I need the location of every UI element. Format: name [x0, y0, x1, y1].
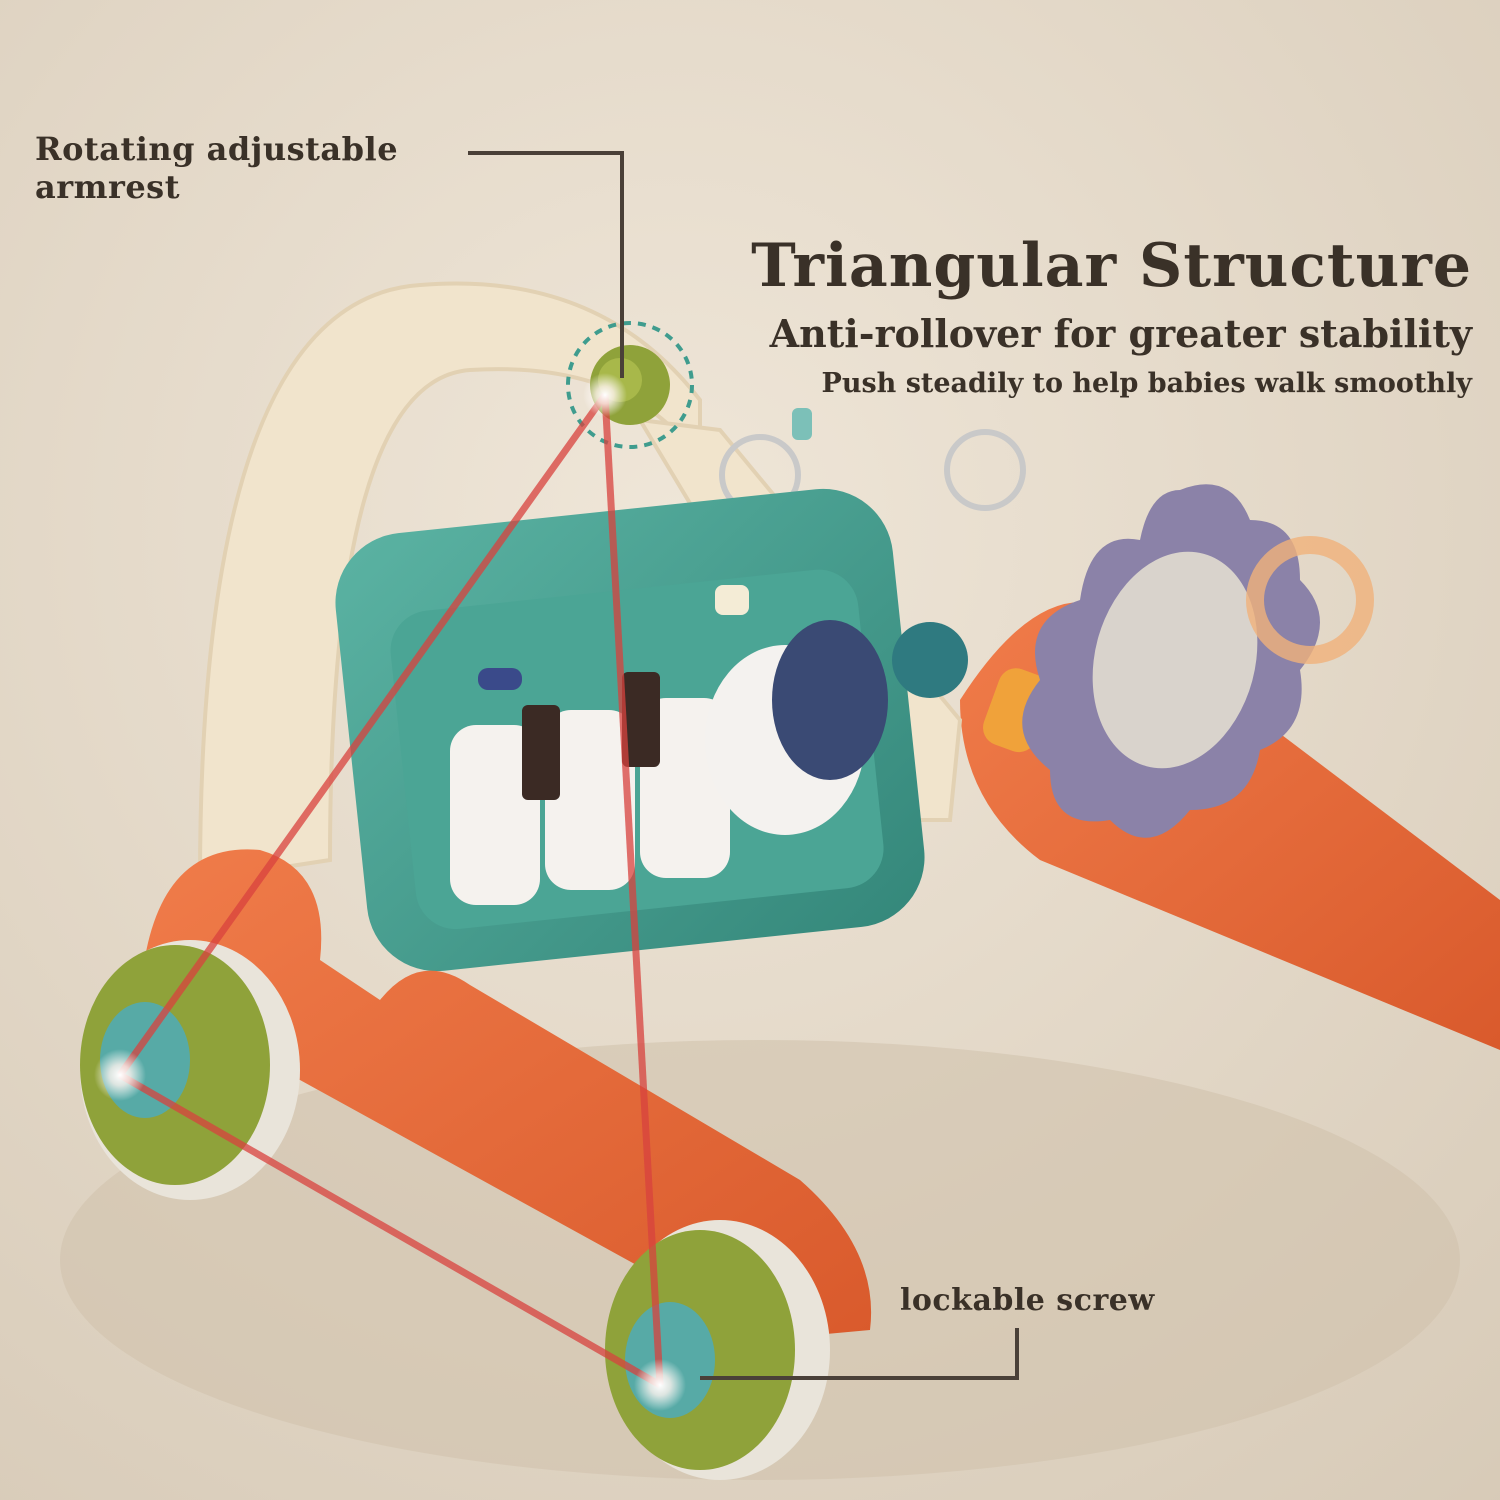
laser-point-top: [583, 373, 627, 417]
headline-title: Triangular Structure: [751, 231, 1472, 301]
astronaut-visor: [772, 620, 888, 780]
stability-triangle: [117, 392, 664, 1389]
screw-leader-line: [700, 1328, 1019, 1380]
headline-tagline: Push steadily to help babies walk smooth…: [821, 368, 1472, 399]
armrest-callout: Rotating adjustable armrest: [35, 130, 399, 206]
bead-toy-top: [892, 622, 968, 698]
piano-key-black: [622, 672, 660, 767]
laser-point-bottom: [634, 1359, 686, 1411]
panel-indicator: [478, 668, 522, 690]
front-left-wheel: [80, 940, 300, 1200]
ring-clip: [792, 408, 812, 440]
mirror-glass: [1092, 551, 1258, 769]
teether-ring: [1246, 536, 1374, 664]
piano-key-white: [545, 710, 635, 890]
piano-key-black: [522, 705, 560, 800]
front-right-wheel: [605, 1220, 830, 1480]
screw-callout: lockable screw: [900, 1283, 1155, 1318]
headline-subtitle: Anti-rollover for greater stability: [769, 311, 1472, 356]
armrest-hinge-ring: [566, 321, 694, 449]
piano-key-white: [450, 725, 540, 905]
panel-button: [715, 585, 749, 615]
armrest-leader-line: [468, 151, 624, 378]
laser-point-left: [94, 1049, 146, 1101]
front-frame: [140, 849, 872, 1340]
hanging-ring-right: [944, 429, 1026, 511]
armrest-arch: [197, 281, 702, 883]
headline-block: Triangular Structure Anti-rollover for g…: [751, 230, 1472, 404]
